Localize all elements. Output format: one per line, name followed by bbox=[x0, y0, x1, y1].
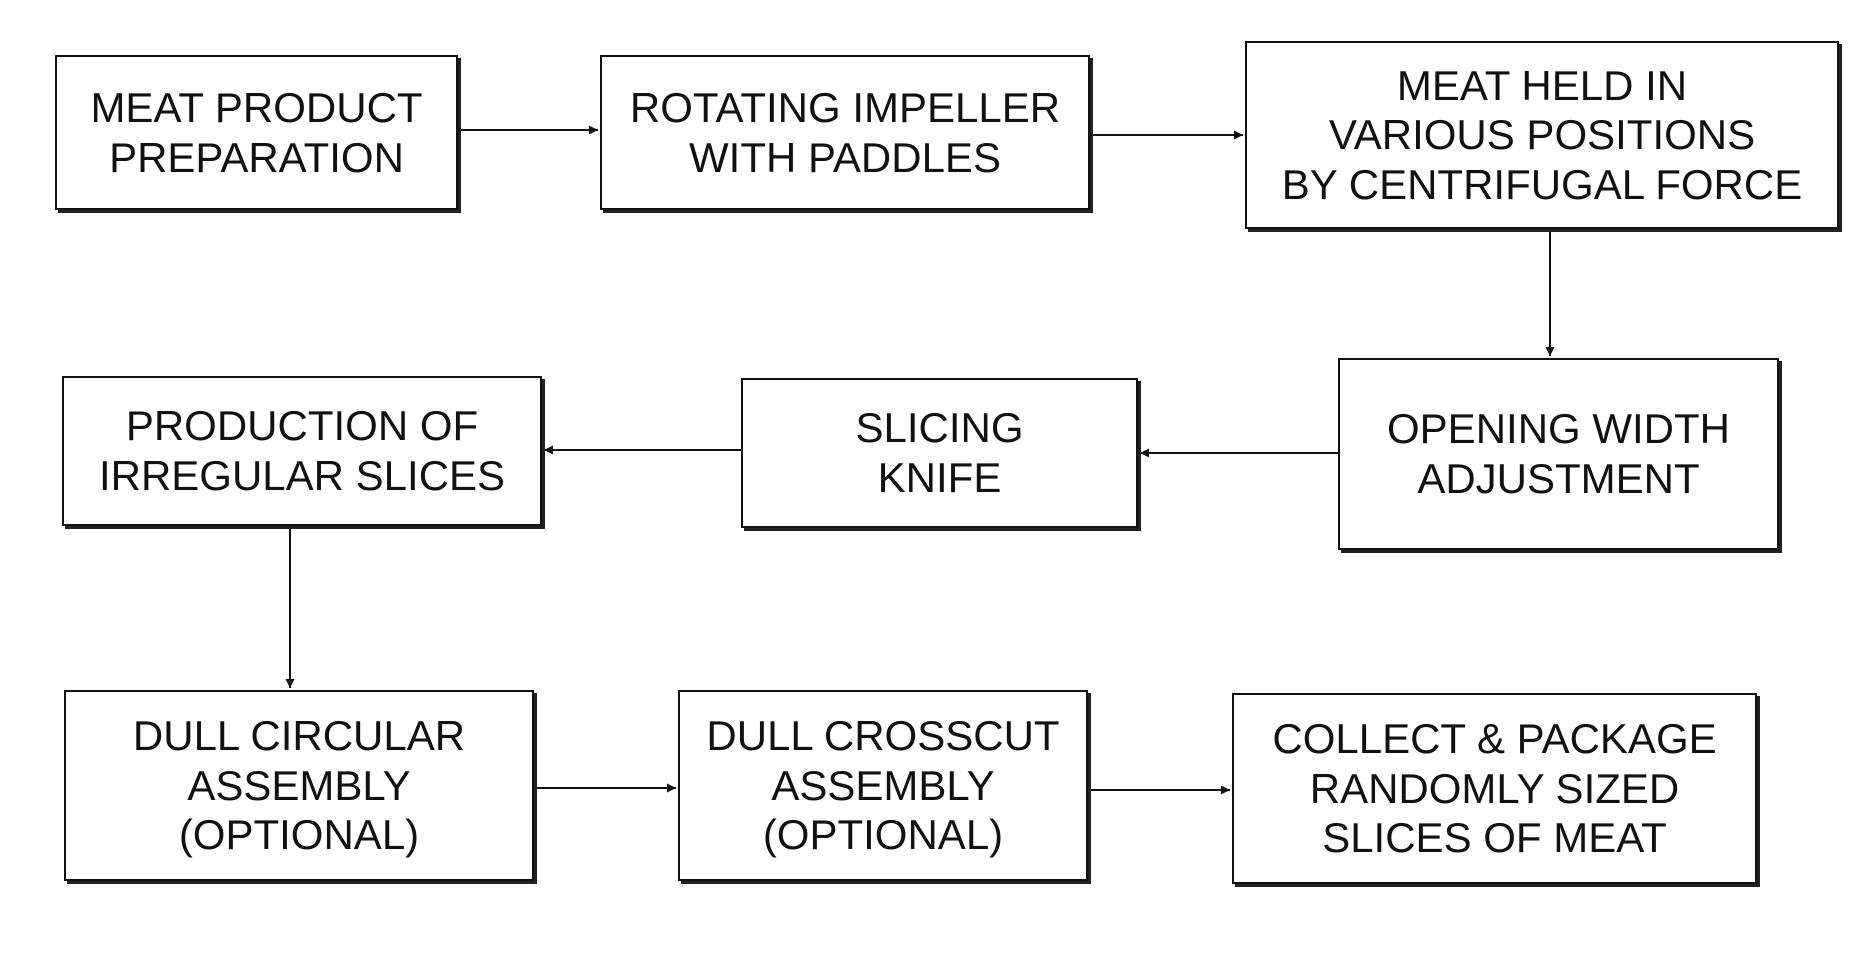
node-label-line: (OPTIONAL) bbox=[179, 810, 419, 860]
node-label-line: MEAT HELD IN bbox=[1397, 61, 1687, 111]
node-label-line: SLICES OF MEAT bbox=[1322, 813, 1667, 863]
node-label-line: SLICING bbox=[855, 403, 1023, 453]
node-label-line: PREPARATION bbox=[109, 133, 404, 183]
node-slicing-knife: SLICING KNIFE bbox=[741, 378, 1138, 528]
node-dull-crosscut-assembly: DULL CROSSCUT ASSEMBLY (OPTIONAL) bbox=[678, 690, 1088, 881]
node-label-line: ASSEMBLY bbox=[187, 761, 410, 811]
node-rotating-impeller: ROTATING IMPELLER WITH PADDLES bbox=[600, 55, 1090, 210]
node-label-line: ROTATING IMPELLER bbox=[630, 83, 1060, 133]
node-label-line: RANDOMLY SIZED bbox=[1310, 764, 1680, 814]
node-label-line: MEAT PRODUCT bbox=[90, 83, 422, 133]
node-label-line: VARIOUS POSITIONS bbox=[1329, 110, 1755, 160]
node-dull-circular-assembly: DULL CIRCULAR ASSEMBLY (OPTIONAL) bbox=[64, 690, 534, 881]
node-label-line: ADJUSTMENT bbox=[1417, 454, 1699, 504]
node-label-line: KNIFE bbox=[878, 453, 1002, 503]
node-label-line: IRREGULAR SLICES bbox=[99, 451, 505, 501]
node-production-irregular-slices: PRODUCTION OF IRREGULAR SLICES bbox=[62, 376, 542, 526]
node-label-line: ASSEMBLY bbox=[771, 761, 994, 811]
node-label-line: COLLECT & PACKAGE bbox=[1272, 714, 1716, 764]
node-label-line: BY CENTRIFUGAL FORCE bbox=[1282, 160, 1802, 210]
node-label-line: (OPTIONAL) bbox=[763, 810, 1003, 860]
node-collect-package: COLLECT & PACKAGE RANDOMLY SIZED SLICES … bbox=[1232, 693, 1757, 884]
node-label-line: DULL CROSSCUT bbox=[706, 711, 1059, 761]
node-label-line: DULL CIRCULAR bbox=[133, 711, 465, 761]
node-label-line: OPENING WIDTH bbox=[1387, 404, 1730, 454]
node-label-line: WITH PADDLES bbox=[689, 133, 1001, 183]
node-opening-width-adjustment: OPENING WIDTH ADJUSTMENT bbox=[1338, 358, 1779, 550]
node-meat-product-preparation: MEAT PRODUCT PREPARATION bbox=[55, 55, 458, 210]
node-label-line: PRODUCTION OF bbox=[126, 401, 478, 451]
node-meat-held: MEAT HELD IN VARIOUS POSITIONS BY CENTRI… bbox=[1245, 41, 1839, 229]
